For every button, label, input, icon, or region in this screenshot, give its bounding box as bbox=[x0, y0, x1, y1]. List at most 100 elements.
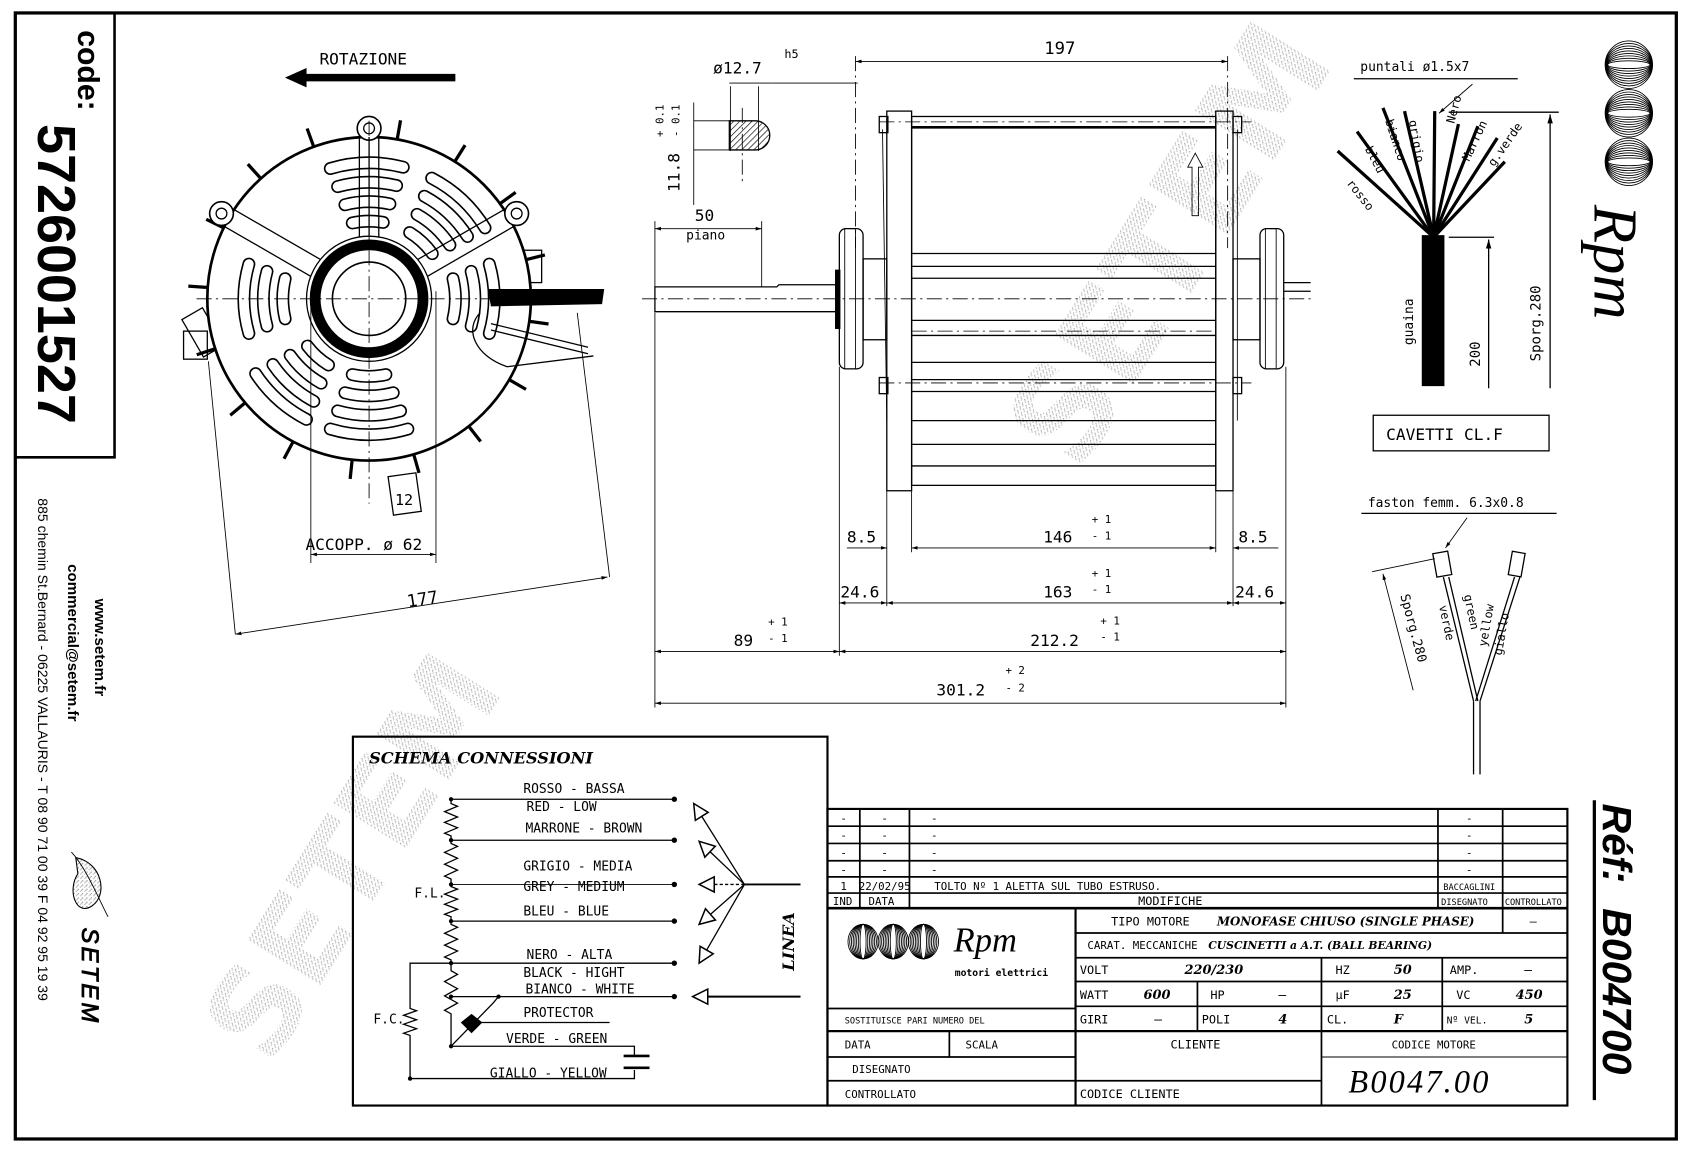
revision-cell: 1 bbox=[840, 880, 846, 893]
svg-text:DISEGNATO: DISEGNATO bbox=[852, 1063, 910, 1076]
revision-cell: - bbox=[881, 864, 887, 877]
coil-icon bbox=[1606, 52, 1652, 77]
cooling-fin bbox=[466, 423, 482, 443]
terminal-box bbox=[182, 330, 208, 360]
field-winding bbox=[442, 799, 460, 1047]
svg-text:g.verde: g.verde bbox=[1485, 120, 1525, 169]
capacitor-icon bbox=[623, 1054, 650, 1070]
revision-cell: - bbox=[881, 812, 887, 825]
svg-text:F.L.: F.L. bbox=[414, 886, 445, 901]
svg-text:CL.: CL. bbox=[1327, 1013, 1348, 1027]
terminal-dot bbox=[671, 993, 678, 1000]
cable-wire bbox=[1336, 149, 1435, 239]
mount-lug bbox=[208, 200, 235, 227]
connection-diagram: SCHEMA CONNESSIONI ROSSO - BASSA RED - L… bbox=[351, 735, 829, 1107]
junction-dot bbox=[448, 994, 454, 999]
svg-text:guaina: guaina bbox=[1402, 298, 1417, 345]
arrow-icon bbox=[697, 907, 717, 926]
svg-text:faston femm. 6.3x0.8: faston femm. 6.3x0.8 bbox=[1368, 496, 1524, 511]
svg-text:–: – bbox=[1278, 988, 1286, 1003]
svg-text:MONOFASE CHIUSO (SINGLE PHASE): MONOFASE CHIUSO (SINGLE PHASE) bbox=[1216, 914, 1475, 928]
svg-text:CUSCINETTI a A.T. (BALL BEARIN: CUSCINETTI a A.T. (BALL BEARING) bbox=[1208, 939, 1432, 952]
svg-text:301.2: 301.2 bbox=[936, 681, 985, 700]
vent-slot bbox=[466, 266, 480, 332]
junction-dot bbox=[496, 994, 501, 999]
cooling-fin bbox=[188, 284, 210, 290]
cooling-fin bbox=[497, 190, 517, 207]
coil-icon bbox=[884, 923, 902, 960]
terminal-dot bbox=[671, 796, 678, 802]
coil-icon bbox=[1605, 140, 1653, 184]
ref-number: B004700 bbox=[1594, 908, 1640, 1075]
revision-cell: BACCAGLINI bbox=[1443, 883, 1495, 893]
tab-dimension: 12 bbox=[395, 491, 413, 509]
vent-slot bbox=[340, 196, 395, 210]
svg-text:24.6: 24.6 bbox=[840, 583, 879, 602]
svg-text:BLACK - HIGHT: BLACK - HIGHT bbox=[523, 966, 624, 981]
svg-text:MODIFICHE: MODIFICHE bbox=[1138, 894, 1202, 908]
coil-icon bbox=[852, 923, 874, 960]
svg-text:RED - LOW: RED - LOW bbox=[527, 800, 597, 815]
cooling-fin bbox=[246, 163, 264, 182]
svg-text:VOLT: VOLT bbox=[1080, 963, 1109, 977]
coil-icon bbox=[882, 923, 904, 960]
coil-icon bbox=[847, 923, 879, 960]
svg-text:11.8: 11.8 bbox=[665, 153, 684, 192]
vent-slot bbox=[412, 209, 455, 250]
cable-wire bbox=[1432, 123, 1461, 238]
svg-text:CLIENTE: CLIENTE bbox=[1170, 1037, 1220, 1051]
code-box bbox=[15, 12, 116, 459]
revision-cell: - bbox=[931, 812, 937, 825]
revision-cell: - bbox=[931, 829, 937, 842]
svg-text:+ 1: + 1 bbox=[1092, 567, 1111, 580]
svg-text:ø12.7: ø12.7 bbox=[713, 58, 762, 77]
vent-slot bbox=[347, 216, 389, 228]
svg-text:Sporg.280: Sporg.280 bbox=[1396, 593, 1429, 665]
svg-text:AMP.: AMP. bbox=[1450, 963, 1479, 977]
svg-text:8.5: 8.5 bbox=[847, 528, 876, 547]
cable-wire bbox=[1432, 125, 1480, 238]
svg-text:146: 146 bbox=[1043, 528, 1072, 547]
svg-text:puntali ø1.5x7: puntali ø1.5x7 bbox=[1360, 60, 1469, 75]
coil-icon bbox=[1605, 94, 1653, 133]
svg-text:BLEU - BLUE: BLEU - BLUE bbox=[523, 905, 609, 920]
bearing bbox=[331, 261, 407, 337]
rpm-title-logo bbox=[847, 923, 940, 960]
coil-icon bbox=[920, 923, 927, 960]
svg-text:4: 4 bbox=[1278, 1013, 1287, 1028]
code-number: 5726001527 bbox=[26, 124, 86, 424]
cable-wire bbox=[1402, 110, 1436, 238]
vent-slot bbox=[419, 191, 473, 242]
stator-body bbox=[910, 115, 1217, 487]
svg-text:VC: VC bbox=[1456, 988, 1470, 1002]
revision-cell: - bbox=[881, 846, 887, 859]
svg-text:89: 89 bbox=[734, 631, 753, 650]
shaft-detail: ø12.7 h5 11.8 + 0.1 - 0.1 50 piano bbox=[654, 47, 858, 290]
revision-cell: - bbox=[1466, 829, 1472, 842]
svg-text:CONTROLLATO: CONTROLLATO bbox=[1505, 898, 1562, 908]
svg-text:NERO - ALTA: NERO - ALTA bbox=[527, 948, 613, 963]
svg-text:+ 0.1: + 0.1 bbox=[654, 105, 667, 137]
faston-detail: faston femm. 6.3x0.8 Sporg.280 verde gre… bbox=[1361, 496, 1557, 775]
svg-text:163: 163 bbox=[1043, 583, 1072, 602]
svg-text:- 1: - 1 bbox=[1092, 529, 1111, 542]
coil-icon bbox=[849, 923, 877, 960]
sheet-border bbox=[13, 11, 1678, 1141]
svg-text:WATT: WATT bbox=[1080, 988, 1109, 1002]
junction-dot bbox=[407, 1076, 413, 1081]
coupling-dimension: ACCOPP. ø 62 bbox=[305, 535, 422, 554]
svg-text:- 2: - 2 bbox=[1005, 681, 1024, 694]
svg-text:- 1: - 1 bbox=[1092, 583, 1111, 596]
coil-icon bbox=[1605, 99, 1652, 128]
cable-wire bbox=[1432, 160, 1507, 239]
revision-cell: - bbox=[1466, 864, 1472, 877]
coil-icon bbox=[907, 923, 940, 960]
width-dimension: 177 bbox=[406, 588, 440, 612]
selector-line bbox=[702, 884, 745, 957]
svg-text:bleu: bleu bbox=[1362, 144, 1388, 176]
svg-text:TIPO MOTORE: TIPO MOTORE bbox=[1111, 914, 1190, 928]
svg-text:IND: IND bbox=[833, 895, 852, 908]
svg-text:600: 600 bbox=[1144, 988, 1171, 1003]
coil-icon bbox=[1607, 157, 1651, 167]
svg-text:PROTECTOR: PROTECTOR bbox=[523, 1006, 593, 1021]
